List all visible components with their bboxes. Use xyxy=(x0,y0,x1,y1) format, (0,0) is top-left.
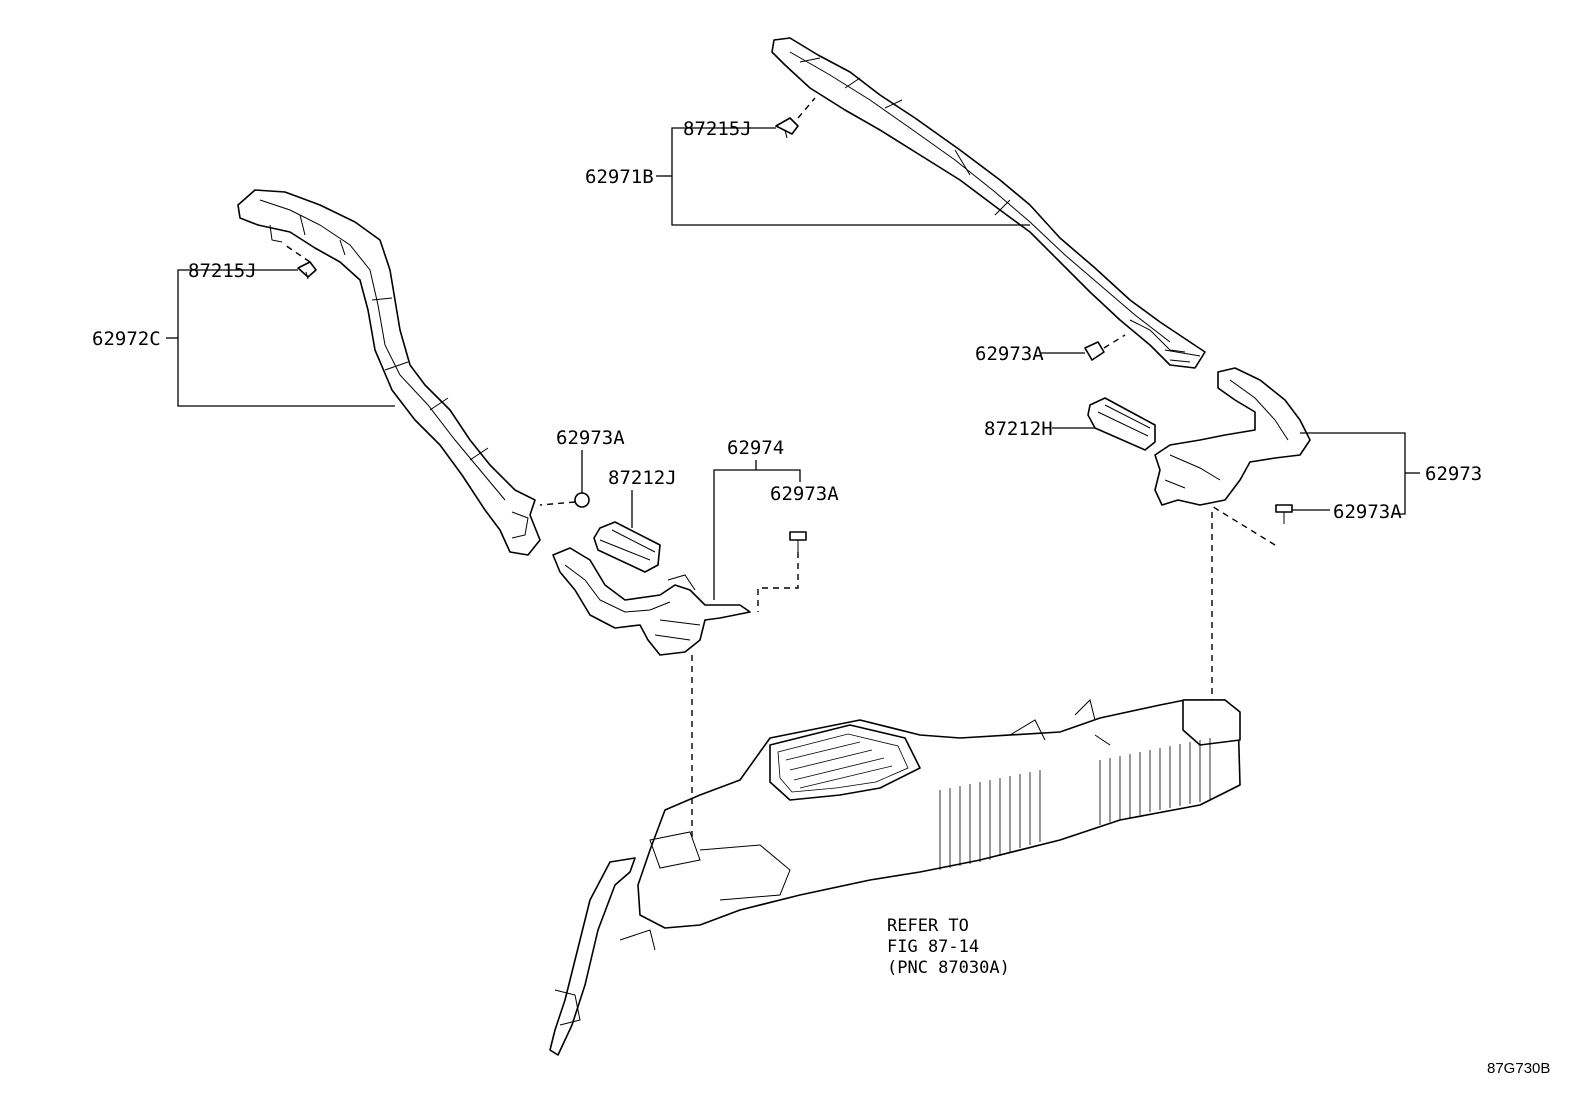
label-62973a-left-mid: 62973A xyxy=(556,427,625,449)
clip-62973A-right-upper-icon xyxy=(1084,341,1105,361)
right-duct-drawing xyxy=(1154,367,1311,506)
right-register-drawing xyxy=(1087,397,1156,451)
clip-87215J-upper-icon xyxy=(775,117,799,139)
clip-62973A-right-lower-icon xyxy=(1275,504,1293,524)
reference-note-line1: REFER TO xyxy=(887,916,969,936)
hvac-unit-drawing xyxy=(549,699,1241,1056)
left-lower-duct-drawing xyxy=(552,547,751,656)
label-62973a-right-lower: 62973A xyxy=(1333,501,1402,523)
label-87215j-left: 87215J xyxy=(188,260,257,282)
label-62973a-left-lower: 62973A xyxy=(770,483,839,505)
clip-87215J-left-icon xyxy=(297,261,317,280)
label-87212j: 87212J xyxy=(608,467,677,489)
clip-62973A-left-lower-icon xyxy=(789,531,807,552)
assembly-dashed-lines xyxy=(284,97,1276,840)
clip-symbols xyxy=(297,117,1293,552)
label-87215j-upper: 87215J xyxy=(683,118,752,140)
reference-note-line3: (PNC 87030A) xyxy=(887,958,1010,978)
left-register-drawing xyxy=(593,521,661,573)
left-duct-drawing xyxy=(237,189,541,556)
label-62971b: 62971B xyxy=(585,166,654,188)
label-87212h: 87212H xyxy=(984,418,1053,440)
upper-center-duct-drawing xyxy=(771,37,1206,369)
clip-62973A-left-mid-icon xyxy=(574,492,590,508)
leader-lines xyxy=(166,127,1420,600)
label-62974: 62974 xyxy=(727,437,784,459)
label-62972c: 62972C xyxy=(92,328,161,350)
reference-note-line2: FIG 87-14 xyxy=(887,937,979,957)
label-62973: 62973 xyxy=(1425,463,1482,485)
label-62973a-right-upper: 62973A xyxy=(975,343,1044,365)
figure-id: 87G730B xyxy=(1487,1060,1550,1077)
